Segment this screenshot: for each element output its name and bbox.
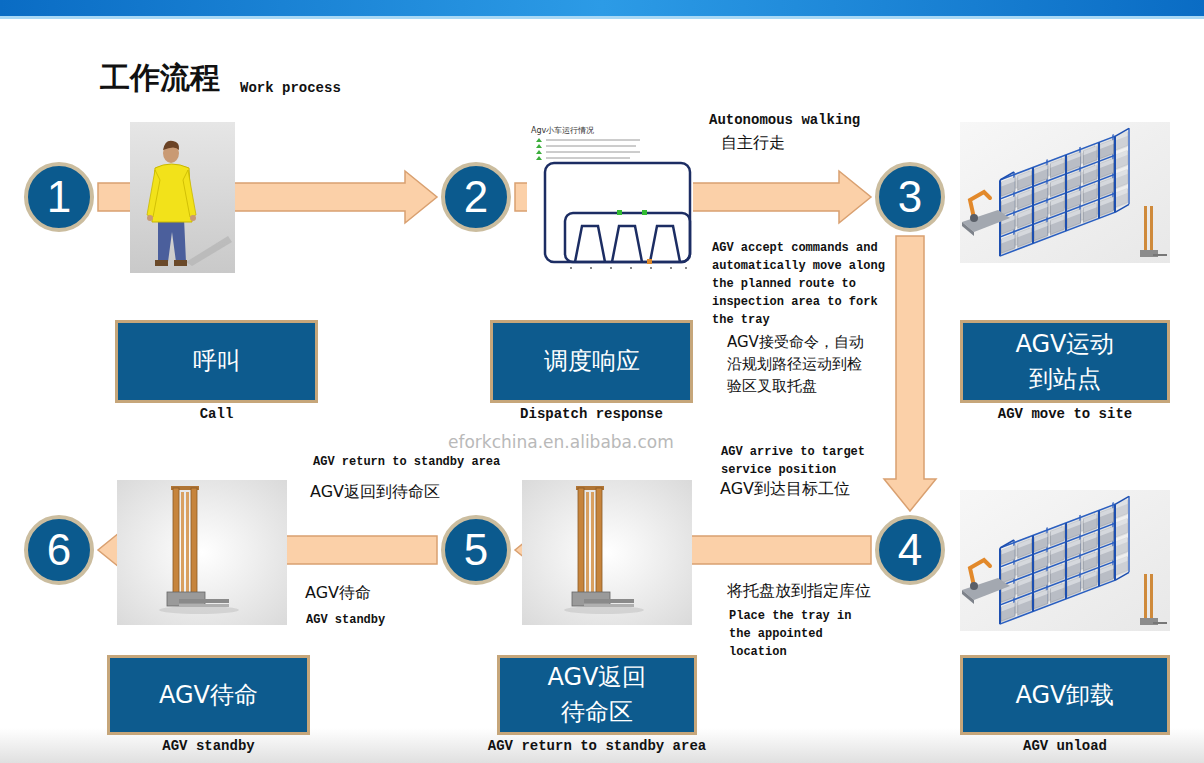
box-caption: AGV return to standby area — [488, 738, 706, 754]
step-number: 2 — [464, 175, 488, 219]
route-map — [575, 226, 680, 262]
route-map — [647, 259, 652, 264]
flow-arrow — [884, 236, 936, 511]
process-box: 呼叫Call — [115, 320, 318, 403]
map-title: Agv小车运行情况 — [531, 126, 594, 136]
step-note: 将托盘放到指定库位 — [727, 581, 871, 601]
subtitle: Work process — [240, 79, 341, 97]
route-map — [527, 124, 693, 272]
process-box: AGV返回 待命区AGV return to standby area — [497, 655, 697, 735]
step-note: AGV accept commands and automatically mo… — [712, 239, 892, 329]
step-note: AGV待命 — [305, 583, 371, 603]
rack-picture — [960, 490, 1170, 631]
step-circle: 3 — [875, 162, 945, 232]
diagram-title: 工作流程 — [100, 60, 220, 96]
box-label: AGV待命 — [159, 678, 258, 713]
box-label: AGV卸载 — [1015, 678, 1114, 713]
box-caption: AGV move to site — [998, 406, 1132, 422]
box-label: AGV返回 待命区 — [537, 660, 657, 730]
step-note: Place the tray in the appointed location — [729, 607, 861, 661]
route-map — [617, 210, 622, 215]
box-label: AGV运动 到站点 — [1000, 327, 1130, 397]
step-circle: 5 — [441, 515, 511, 585]
watermark: eforkchina.en.alibaba.com — [448, 432, 674, 452]
rack-picture — [960, 122, 1170, 263]
process-box: AGV运动 到站点AGV move to site — [960, 320, 1170, 403]
box-caption: AGV standby — [162, 738, 254, 754]
box-caption: AGV unload — [1023, 738, 1107, 754]
person-figure — [186, 236, 232, 266]
top-bar — [0, 0, 1204, 16]
step-note: AGV到达目标工位 — [720, 479, 850, 499]
person-figure — [130, 122, 235, 273]
box-label: 调度响应 — [544, 344, 640, 379]
person-figure — [158, 218, 186, 262]
top-bar — [0, 0, 1204, 19]
process-box: AGV卸载AGV unload — [960, 655, 1170, 735]
agv-picture — [117, 480, 692, 625]
box-caption: Call — [200, 406, 234, 422]
step-circle: 1 — [24, 162, 94, 232]
rack-picture — [960, 122, 1170, 631]
process-box: AGV待命AGV standby — [107, 655, 310, 735]
route-map — [527, 124, 693, 272]
route-map — [545, 163, 690, 262]
arrow-note: Autonomous walking — [709, 111, 860, 129]
box-label: 呼叫 — [193, 344, 241, 379]
step-note: AGV arrive to target service position — [721, 443, 881, 479]
step-number: 1 — [47, 175, 71, 219]
arrow-note: 自主行走 — [721, 133, 785, 153]
step-note: AGV返回到待命区 — [310, 482, 440, 502]
step-note: AGV return to standby area — [313, 453, 500, 471]
step-number: 6 — [47, 528, 71, 572]
person-figure — [183, 170, 196, 217]
person-figure — [130, 122, 235, 273]
agv-picture — [117, 480, 287, 625]
person-figure — [190, 215, 196, 221]
route-map — [546, 140, 640, 158]
step-circle: 2 — [441, 162, 511, 232]
step-number: 4 — [898, 528, 922, 572]
person-figure — [163, 141, 179, 150]
process-box: 调度响应Dispatch response — [490, 320, 693, 403]
step-circle: 6 — [24, 515, 94, 585]
step-note: AGV standby — [306, 611, 385, 629]
person-figure — [147, 170, 160, 217]
person-figure — [147, 215, 153, 221]
step-circle: 4 — [875, 515, 945, 585]
step-number: 3 — [898, 175, 922, 219]
person-figure — [155, 260, 168, 266]
box-caption: Dispatch response — [520, 406, 663, 422]
route-map — [565, 213, 690, 262]
step-note: AGV接受命令，自动 沿规划路径运动到检 验区叉取托盘 — [727, 331, 887, 397]
person-figure — [174, 260, 187, 266]
top-bar — [0, 16, 1204, 19]
route-map — [536, 138, 542, 160]
route-map — [570, 267, 687, 269]
step-number: 5 — [464, 528, 488, 572]
agv-picture — [522, 480, 692, 625]
route-map — [642, 210, 647, 215]
